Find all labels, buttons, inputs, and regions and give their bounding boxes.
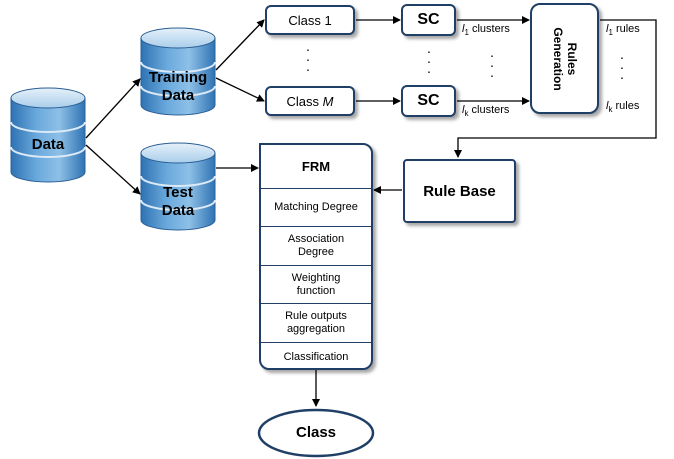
frm-step-rule-outputs-aggregation: Rule outputs aggregation [261,303,371,342]
frm-step-classification: Classification [261,342,371,368]
frm-block: FRM Matching Degree Association Degree W… [259,143,373,370]
frm-step-matching-degree: Matching Degree [261,188,371,226]
class-output-ellipse [257,408,375,458]
clusters-label-first: l1 clusters [462,23,510,38]
clusters-ellipsis: ··· [489,47,495,83]
clusters-label-last: lk clusters [462,104,510,119]
arrow-data-to-training [85,78,141,139]
frm-step-association-degree: Association Degree [261,226,371,265]
arrow-training-to-classM [215,77,265,102]
frm-step-weighting-function: Weighting function [261,265,371,303]
arrow-training-to-class1 [215,19,265,71]
test-database-icon [140,142,216,231]
class-output-label: Class [295,424,337,441]
class-1-box: Class 1 [265,5,355,35]
sc-ellipsis: ··· [426,43,432,79]
rules-ellipsis: ··· [619,49,625,85]
connector-arrows [85,16,657,407]
rules-label-last: lk rules [606,100,640,115]
class-ellipsis: ··· [305,41,311,77]
training-database-icon [140,27,216,116]
data-database-label: Data [31,136,65,153]
data-database-icon [10,87,86,183]
arrow-data-to-test [85,144,141,195]
arrow-rules-to-rulebase [454,19,657,158]
sc-box-1: SC [401,4,456,36]
sc-box-m: SC [401,85,456,117]
rules-label-first: l1 rules [606,23,640,38]
class-m-box: Class M [265,86,355,116]
frm-title: FRM [301,159,331,174]
rule-base-box: Rule Base [403,159,516,223]
